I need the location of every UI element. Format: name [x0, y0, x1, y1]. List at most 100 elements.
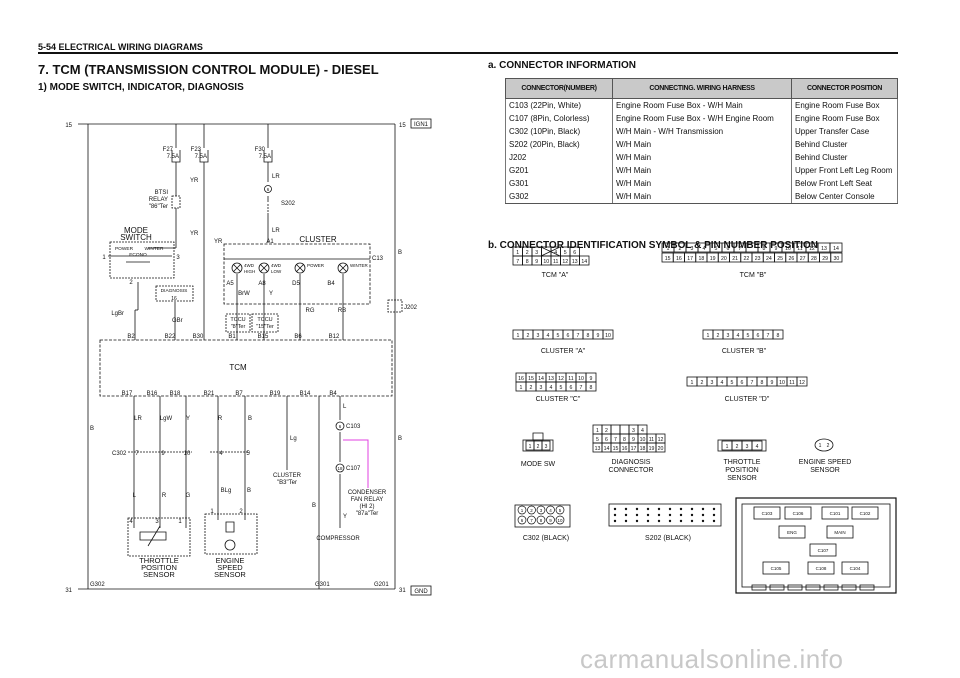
- wire-label-yr: YR: [214, 239, 223, 245]
- j202-label: J202: [404, 305, 418, 311]
- tcm-b-pin: 2: [679, 246, 682, 252]
- diag-pin-cell: [655, 442, 666, 453]
- s202-pin-dot: [657, 507, 661, 511]
- fusebox-slot: [841, 584, 857, 591]
- mode-sw-pin-cell: [541, 440, 551, 451]
- tcm-a-pin: 10: [543, 259, 549, 265]
- fusebox-socket: [851, 506, 879, 520]
- cluster-a-pin: 9: [597, 333, 600, 339]
- tcm-b-pin: 1: [667, 246, 670, 252]
- diag-pin: 2: [605, 428, 608, 434]
- tps-label: SENSOR: [727, 475, 757, 482]
- c302-pin-circle: [546, 515, 555, 525]
- diag-pin: 3: [632, 428, 635, 434]
- tcm-a-pin: 8: [526, 259, 529, 265]
- indicator-label: WINTER: [350, 263, 368, 268]
- c103-label: C103: [346, 424, 361, 430]
- indicator-lamp: [258, 262, 270, 274]
- mode-pin-2: 2: [129, 280, 133, 286]
- cluster-c-pin: 15: [528, 376, 534, 382]
- s202-pin-dot: [679, 513, 683, 517]
- wire-label-b: B: [90, 426, 94, 432]
- tcm-b-pin: 16: [676, 256, 682, 262]
- bus-31-right-label: 31: [399, 588, 406, 594]
- cluster-a-pin: 7: [577, 333, 580, 339]
- c302-connector: [514, 504, 571, 528]
- fusebox-slot: [823, 584, 839, 591]
- fusebox-socket: [784, 506, 812, 520]
- wire-label-lg: Lg: [290, 436, 297, 442]
- cluster-c-pin: 11: [568, 376, 573, 382]
- tcm-b-pin: 8: [763, 246, 766, 252]
- tcm-label: TCM: [229, 363, 247, 372]
- tcm-b-pin: 30: [833, 256, 839, 262]
- cluster-a-pin: 8: [587, 333, 590, 339]
- lamp-x: [233, 264, 241, 272]
- tcm-pin-bottom: B16: [147, 391, 158, 397]
- cluster-c-pin: 16: [518, 376, 524, 382]
- wire-label-b: B: [248, 416, 252, 422]
- c302-pin-circle: [517, 515, 527, 525]
- engine-pin: 2: [239, 509, 243, 515]
- cluster-c-pin: 7: [580, 385, 583, 391]
- s202-pin-dot: [701, 507, 705, 511]
- fusebox-slot: [859, 584, 875, 591]
- tcm-b-pin: 3: [691, 246, 694, 252]
- fusebox-socket: [778, 525, 806, 539]
- gnd-label: GND: [414, 589, 428, 595]
- cluster-d-pin: 7: [751, 380, 754, 386]
- tcm-a-pin: 7: [516, 259, 519, 265]
- tps-label: THROTTLE: [724, 459, 761, 466]
- tcm-a-pin: 2: [526, 250, 529, 256]
- table-row: C107 (8Pin, Colorless)Engine Room Fuse B…: [505, 112, 898, 125]
- diag-pin-cell: [619, 424, 630, 435]
- diag-pin: 6: [605, 437, 608, 443]
- diag-pin: 10: [640, 437, 646, 443]
- throttle-sensor-label-line: SENSOR: [143, 570, 175, 579]
- cluster-b-pin: 5: [747, 333, 750, 339]
- fusebox-label: C104: [850, 566, 861, 571]
- s202-label: S202: [281, 201, 296, 207]
- tcm-pin-top: B12: [329, 334, 340, 340]
- diag-pin: 5: [596, 437, 599, 443]
- cluster-c-pin: 6: [570, 385, 573, 391]
- c302-pin-circle: [536, 505, 546, 515]
- cluster-a-pin: 5: [557, 333, 560, 339]
- fusebox-slot: [751, 584, 767, 591]
- tccu8-label-line: TCCU: [230, 317, 245, 323]
- c302-pin: 4: [219, 451, 223, 457]
- c302-pin-circle: [555, 505, 565, 515]
- lamp-x: [260, 264, 268, 272]
- tcm-a-pin-cell: [579, 255, 590, 266]
- indicator-lamp: [337, 262, 349, 274]
- indicator-lamp: [294, 262, 306, 274]
- s202-pin-dot: [635, 519, 639, 523]
- tcm-b-pin: 22: [743, 256, 749, 262]
- engine-speed-label-line: SENSOR: [214, 570, 246, 579]
- c302-pin: 10: [184, 451, 191, 457]
- cell-position: Behind Cluster: [791, 151, 898, 164]
- tcm-a-pin: 12: [562, 259, 568, 265]
- page-subtitle: 1) MODE SWITCH, INDICATOR, DIAGNOSIS: [38, 82, 244, 93]
- condenser-relay-label-line: FAN RELAY: [351, 497, 384, 503]
- btsi-relay-box: [171, 195, 181, 209]
- cluster-c-pin: 5: [560, 385, 563, 391]
- throttle-pin: 4: [129, 519, 133, 525]
- wire-label-lr: LR: [134, 416, 142, 422]
- fusebox-socket: [821, 506, 849, 520]
- engine-speed-label-line: ENGINE: [216, 556, 245, 565]
- cluster-a-pin: 2: [527, 333, 530, 339]
- fuse-symbol: [171, 150, 181, 163]
- s202-pin-dot: [635, 507, 639, 511]
- c302-label: C302: [112, 451, 127, 457]
- s202-pin-dot: [679, 519, 683, 523]
- tcm-b-pin: 26: [788, 256, 794, 262]
- s202-pin-dot: [690, 507, 694, 511]
- engine-speed-box: [204, 513, 258, 555]
- tccu8-box: [225, 313, 251, 333]
- cluster-c-pin: 9: [590, 376, 593, 382]
- sensor-coil: [225, 521, 235, 533]
